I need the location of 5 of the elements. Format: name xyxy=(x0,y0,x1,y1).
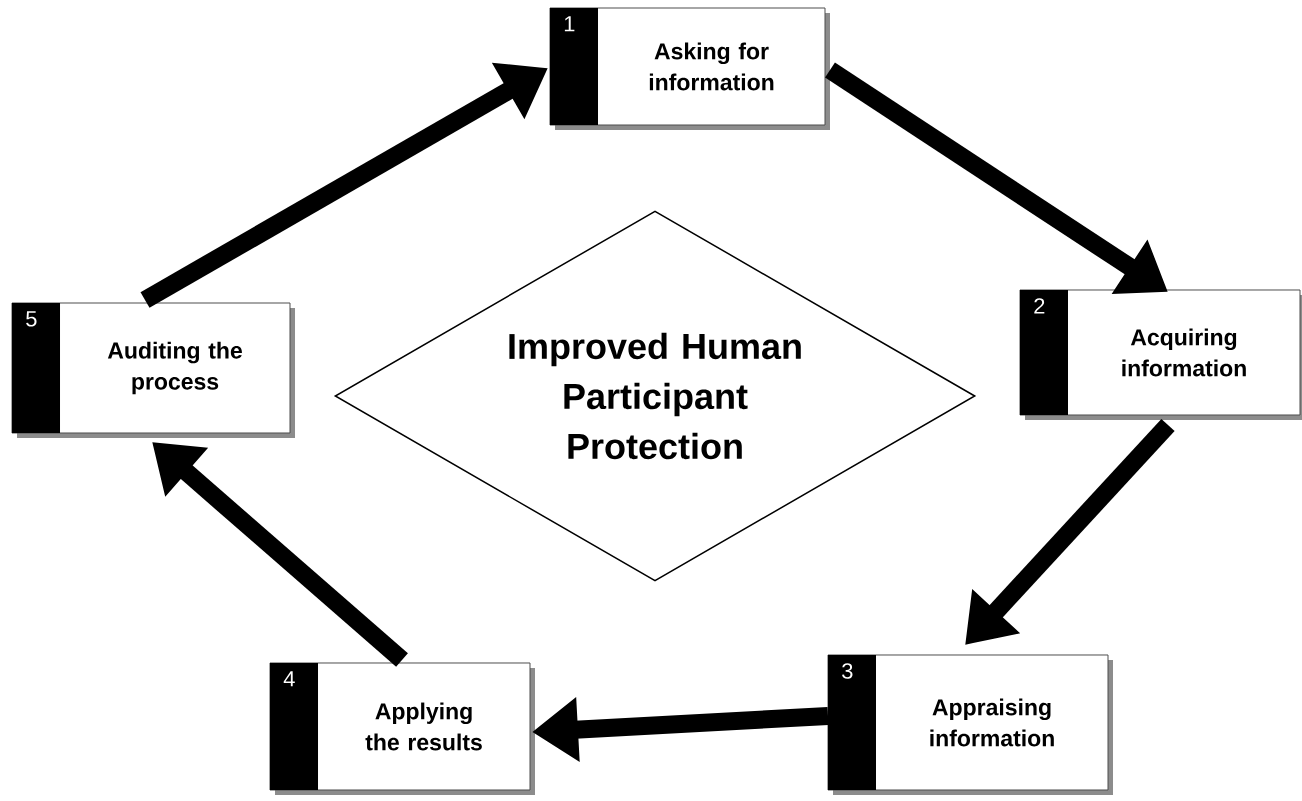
process-box: 4 Applying the results xyxy=(269,662,535,795)
process-box: 3 Appraising information xyxy=(827,654,1113,795)
process-box: 5 Auditing the process xyxy=(11,302,295,438)
process-box: 1 Asking for information xyxy=(549,7,830,130)
process-box: 2 Acquiring information xyxy=(1019,289,1302,420)
